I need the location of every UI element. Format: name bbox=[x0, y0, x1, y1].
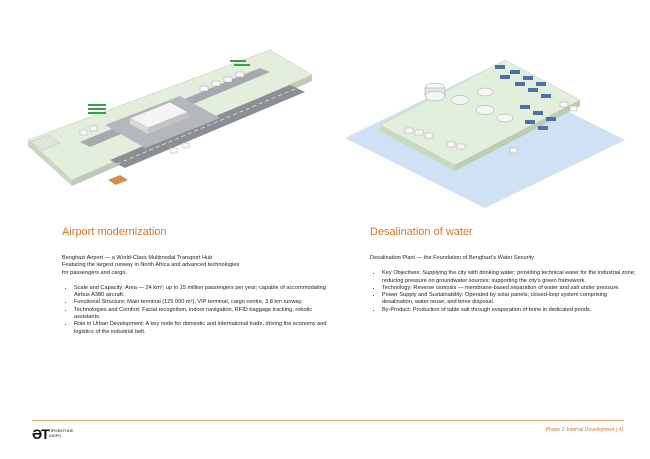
airport-lead-line: Featuring the largest runway in North Af… bbox=[62, 262, 240, 269]
airport-lead: Benghazi Airport — a World-Class Multimo… bbox=[62, 255, 332, 277]
airport-bullet: Technologies and Comfort: Facial recogni… bbox=[74, 307, 332, 322]
airport-lead-line: for passengers and cargo. bbox=[62, 269, 127, 276]
desalination-bullet: Key Objectives: Supplying the city with … bbox=[382, 270, 640, 285]
airport-bullet-list: Scale and Capacity: Area — 24 km²; up to… bbox=[62, 285, 332, 336]
desalination-bullet: Technology: Reverse osmosis — membrane-b… bbox=[382, 285, 640, 292]
logo-text: ПРОЕКТНОЕ БЮРО bbox=[49, 428, 74, 438]
desalination-bullet-list: Key Objectives: Supplying the city with … bbox=[370, 270, 640, 314]
desalination-isometric-icon bbox=[345, 59, 625, 208]
footer-divider bbox=[32, 420, 624, 421]
airport-section: Airport modernization Benghazi Airport —… bbox=[62, 226, 332, 336]
airport-lead-line: Benghazi Airport — a World-Class Multimo… bbox=[62, 255, 213, 261]
airport-bullet: Role in Urban Development: A key node fo… bbox=[74, 321, 332, 336]
desalination-bullet: By-Product: Production of table salt thr… bbox=[382, 307, 640, 314]
page-info: Phase 2: Internal Development | 41 bbox=[545, 427, 624, 433]
airport-title: Airport modernization bbox=[62, 226, 167, 238]
logo-mark: ƏT bbox=[32, 426, 50, 442]
airport-illustration bbox=[20, 30, 320, 220]
logo-line: ПРОЕКТНОЕ bbox=[49, 428, 74, 433]
desalination-bullet: Power Supply and Sustainability: Operate… bbox=[382, 292, 640, 307]
logo-line: БЮРО bbox=[49, 432, 62, 438]
airport-isometric-icon bbox=[27, 49, 313, 186]
airport-bullet: Scale and Capacity: Area — 24 km²; up to… bbox=[74, 285, 332, 300]
desalination-title: Desalination of water bbox=[370, 226, 473, 238]
desalination-section: Desalination of water Desalination Plant… bbox=[370, 226, 640, 314]
desalination-illustration bbox=[335, 30, 635, 220]
airport-bullet: Functional Structure: Main terminal (125… bbox=[74, 299, 332, 306]
company-logo: ƏT ПРОЕКТНОЕ БЮРО bbox=[32, 426, 92, 446]
desalination-lead: Desalination Plant — the Foundation of B… bbox=[370, 255, 535, 261]
